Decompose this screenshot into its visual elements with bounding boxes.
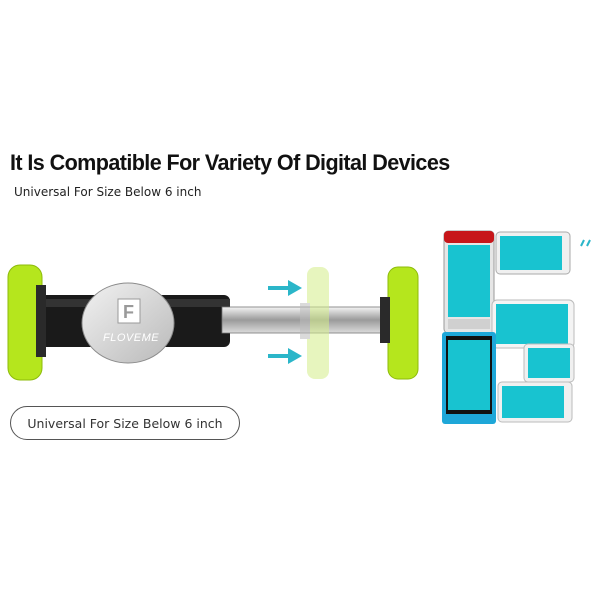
ghost-clamp: [300, 267, 329, 379]
phone-landscape-top: [495, 231, 571, 275]
adjust-arrow-bottom: [268, 348, 302, 364]
size-badge: Universal For Size Below 6 inch: [10, 406, 240, 440]
devices-collage: [442, 230, 591, 424]
phone-landscape-bottom: [497, 381, 573, 423]
phone-holder-illustration: F FLOVEME: [7, 264, 419, 381]
tick-marks-icon: [580, 239, 591, 247]
right-clamp: [380, 266, 419, 380]
phone-portrait-small: [523, 343, 575, 383]
phone-landscape-middle: [491, 299, 575, 349]
left-clamp: [7, 264, 46, 381]
phone-blue: [442, 332, 496, 424]
brand-badge: F FLOVEME: [81, 282, 175, 364]
adjust-arrow-top: [268, 280, 302, 296]
svg-text:F: F: [123, 302, 134, 322]
floveme-logo-icon: F: [117, 298, 141, 324]
brand-name: FLOVEME: [103, 332, 159, 344]
phone-htc: [443, 230, 495, 334]
size-subtitle: Universal For Size Below 6 inch: [14, 185, 202, 199]
page-headline: It Is Compatible For Variety Of Digital …: [10, 150, 450, 175]
